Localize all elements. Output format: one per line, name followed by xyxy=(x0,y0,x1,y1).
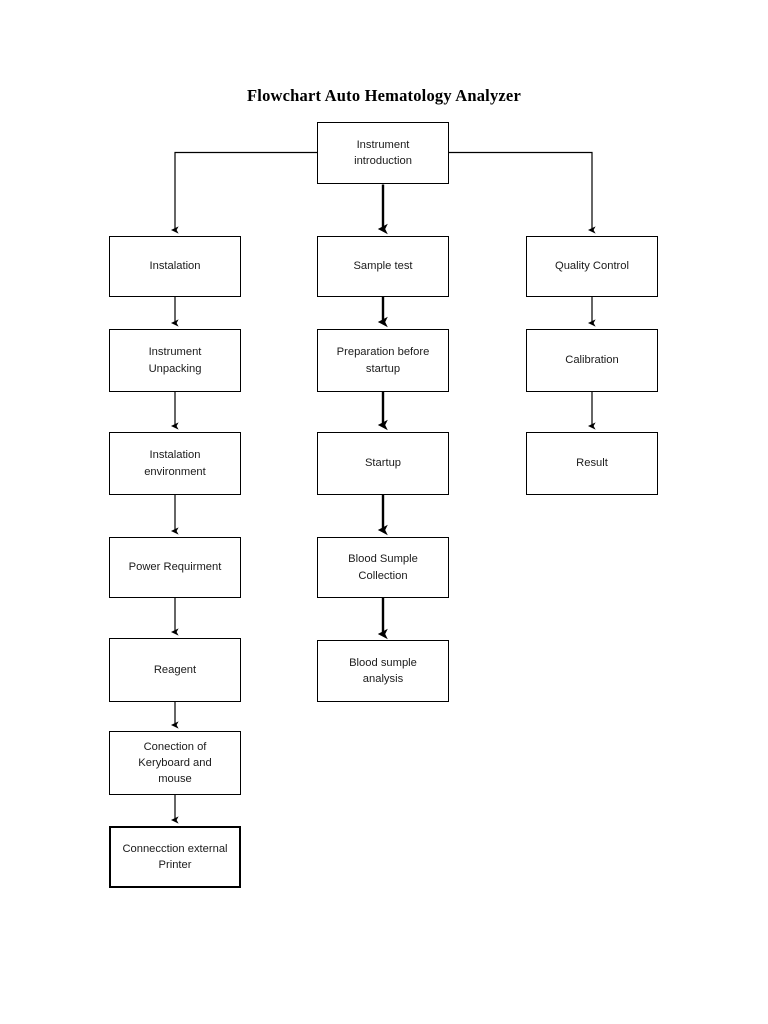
node-connecction-external-printer[interactable]: Connecction external Printer xyxy=(109,826,241,888)
edge-root-to-quality-control xyxy=(449,151,596,234)
node-instrument-unpacking[interactable]: Instrument Unpacking xyxy=(109,329,241,392)
node-quality-control[interactable]: Quality Control xyxy=(526,236,658,297)
node-instrument-introduction[interactable]: Instrument introduction xyxy=(317,122,449,184)
node-power-requirment[interactable]: Power Requirment xyxy=(109,537,241,598)
node-calibration[interactable]: Calibration xyxy=(526,329,658,392)
edge-root-to-instalation xyxy=(170,151,317,234)
node-instalation[interactable]: Instalation xyxy=(109,236,241,297)
node-reagent[interactable]: Reagent xyxy=(109,638,241,702)
node-preparation-before-startup[interactable]: Preparation before startup xyxy=(317,329,449,392)
node-conection-keryboard-mouse[interactable]: Conection of Keryboard and mouse xyxy=(109,731,241,795)
node-blood-sumple-collection[interactable]: Blood Sumple Collection xyxy=(317,537,449,598)
node-instalation-environment[interactable]: Instalation environment xyxy=(109,432,241,495)
node-sample-test[interactable]: Sample test xyxy=(317,236,449,297)
node-result[interactable]: Result xyxy=(526,432,658,495)
node-startup[interactable]: Startup xyxy=(317,432,449,495)
page-title: Flowchart Auto Hematology Analyzer xyxy=(247,86,521,105)
node-blood-sumple-analysis[interactable]: Blood sumple analysis xyxy=(317,640,449,702)
